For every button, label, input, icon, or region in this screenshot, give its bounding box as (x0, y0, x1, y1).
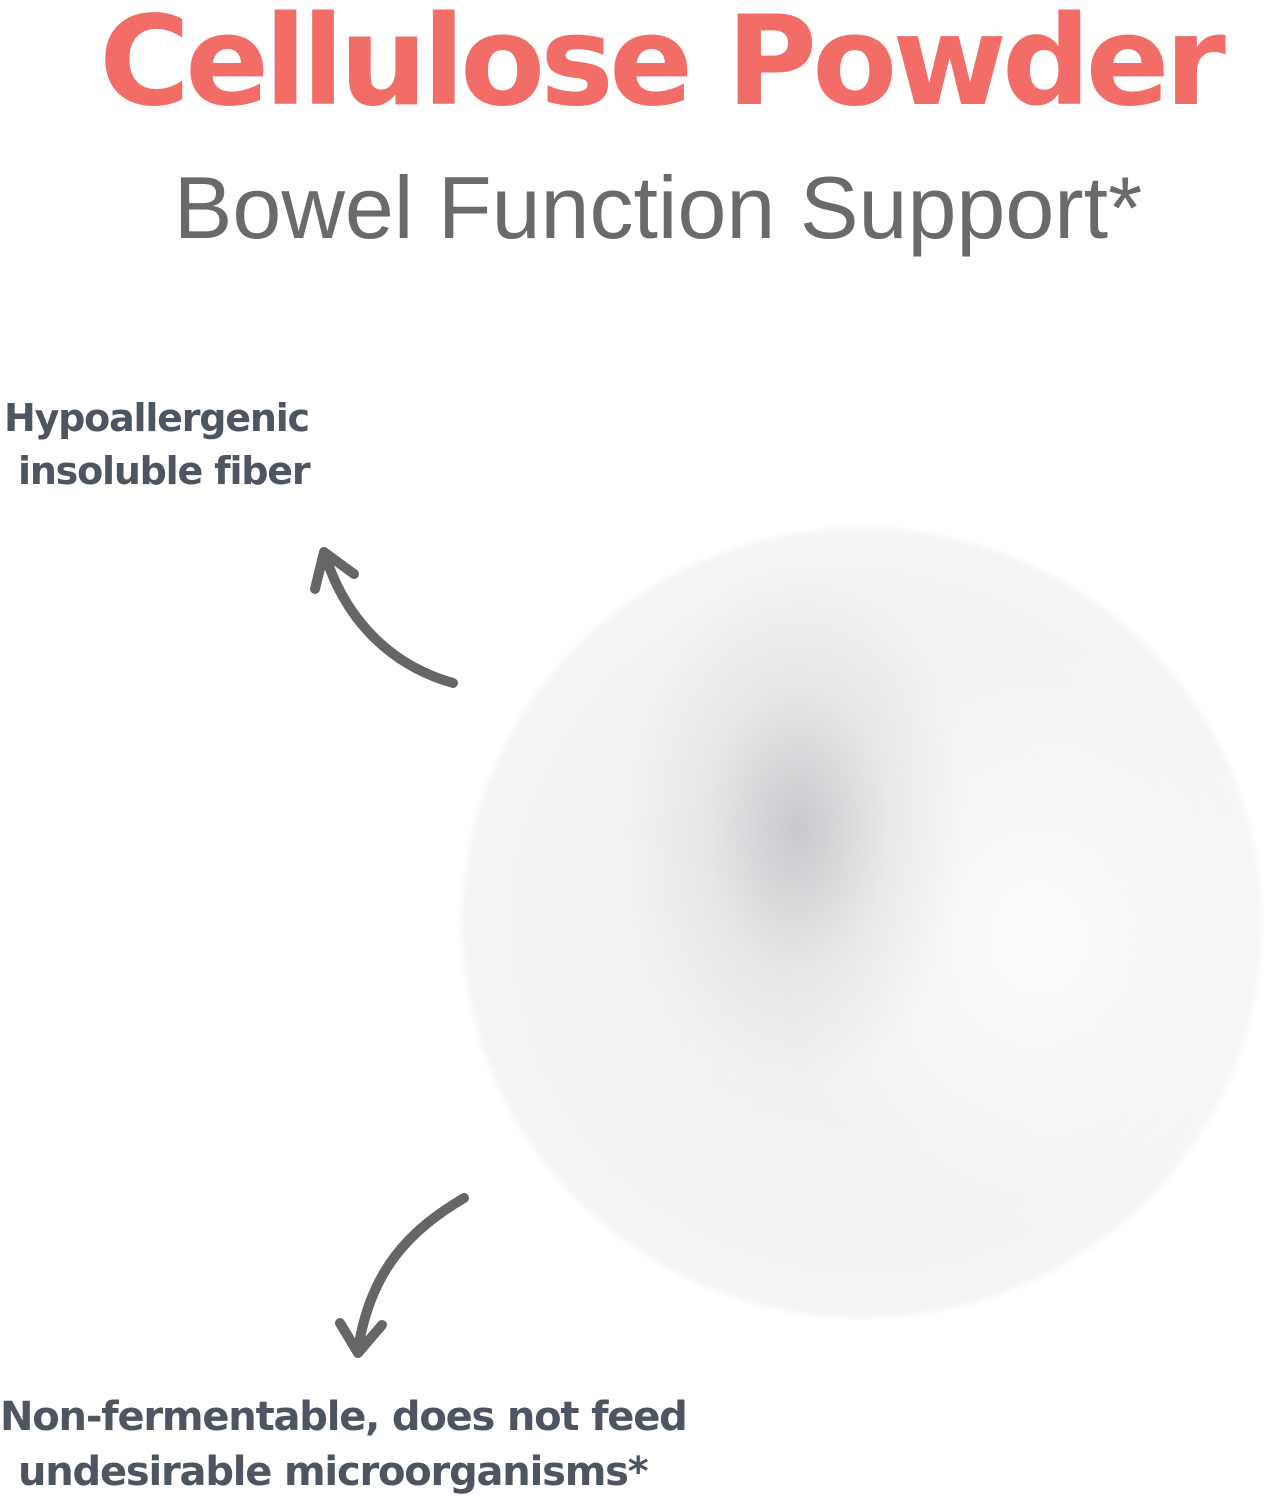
callout-hypoallergenic: Hypoallergenic insoluble fiber (4, 392, 311, 498)
callout-top-line1: Hypoallergenic (4, 396, 310, 440)
callout-bottom-line1: Non-fermentable, does not feed (0, 1394, 688, 1440)
callout-top-line2: insoluble fiber (18, 449, 311, 493)
callout-bottom-line2: undesirable microorganisms* (18, 1449, 649, 1495)
page-subtitle: Bowel Function Support* (173, 158, 1143, 257)
powder-texture (462, 528, 1262, 1318)
powder-image (462, 528, 1262, 1318)
callout-non-fermentable: Non-fermentable, does not feed undesirab… (0, 1390, 688, 1500)
page-title: Cellulose Powder (99, 0, 1226, 134)
